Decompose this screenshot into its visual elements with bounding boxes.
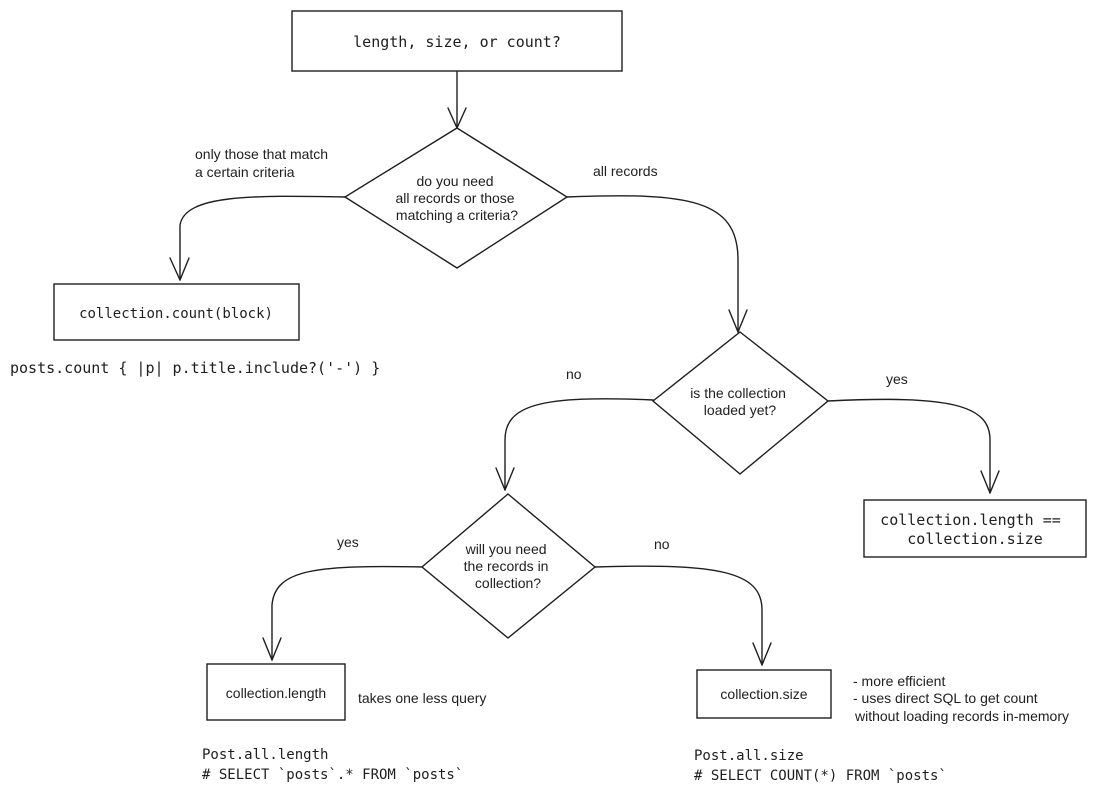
decision-need-diamond	[420, 493, 597, 639]
edge-label-need-yes: yes	[337, 534, 359, 550]
arrowhead-need-to-length	[262, 637, 282, 661]
count-example: posts.count { |p| p.title.include?('-') …	[10, 359, 380, 377]
arrow-criteria-to-count	[179, 195, 346, 281]
edge-label-need-no: no	[654, 536, 670, 552]
decision-loaded: is the collection loaded yet?	[651, 331, 830, 475]
size-box	[696, 669, 832, 719]
decision-need-text: will you need the records in collection?	[464, 541, 553, 591]
arrowhead-loaded-to-need	[495, 467, 515, 491]
start-node: length, size, or count?	[291, 10, 623, 72]
size-example: Post.all.size # SELECT COUNT(*) FROM `po…	[694, 748, 947, 784]
edge-label-loaded-yes: yes	[886, 371, 908, 387]
decision-criteria-line: matching a criteria?	[396, 207, 518, 223]
length-example: Post.all.length # SELECT `posts`.* FROM …	[202, 747, 463, 783]
start-label: length, size, or count?	[353, 33, 561, 51]
length-size-box	[863, 499, 1087, 558]
decision-criteria-line: all records or those	[396, 190, 515, 206]
arrow-criteria-to-loaded	[566, 195, 739, 333]
length-size-text: collection.length == collection.size	[880, 511, 1070, 548]
arrow-need-to-length	[271, 565, 426, 661]
arrow-loaded-to-need	[504, 398, 654, 491]
length-note: takes one less query	[358, 690, 486, 706]
arrowhead-criteria-to-count	[169, 257, 190, 281]
arrowhead-loaded-to-lengthsize	[980, 470, 1000, 494]
length-label: collection.length	[226, 685, 326, 701]
arrow-need-to-size	[594, 565, 763, 666]
edge-label-loaded-no: no	[566, 366, 582, 382]
size-label: collection.size	[720, 686, 807, 702]
decision-loaded-text: is the collection loaded yet?	[690, 385, 790, 418]
decision-loaded-diamond	[651, 331, 830, 475]
count-box	[53, 283, 300, 341]
arrowhead-need-to-size	[752, 642, 772, 666]
length-node: collection.length	[206, 663, 346, 721]
count-node: collection.count(block)	[53, 283, 300, 341]
decision-criteria: do you need all records or those matchin…	[343, 127, 569, 269]
decision-criteria-text: do you need all records or those matchin…	[396, 173, 519, 223]
count-label: collection.count(block)	[79, 306, 273, 322]
decision-need-records: will you need the records in collection?	[420, 493, 597, 639]
size-node: collection.size	[696, 669, 832, 719]
size-notes: - more efficient - uses direct SQL to ge…	[853, 673, 1069, 724]
start-box	[291, 10, 623, 72]
arrowhead-criteria-to-loaded	[728, 309, 748, 333]
arrow-loaded-to-lengthsize	[827, 398, 991, 494]
decision-criteria-line: do you need	[417, 173, 494, 189]
length-box	[206, 663, 346, 721]
decision-criteria-diamond	[343, 127, 569, 269]
length-size-node: collection.length == collection.size	[863, 499, 1087, 558]
edge-label-criteria-all: all records	[593, 163, 658, 179]
connectors	[169, 71, 1000, 666]
edge-label-criteria-only: only those that match a certain criteria	[195, 146, 332, 180]
